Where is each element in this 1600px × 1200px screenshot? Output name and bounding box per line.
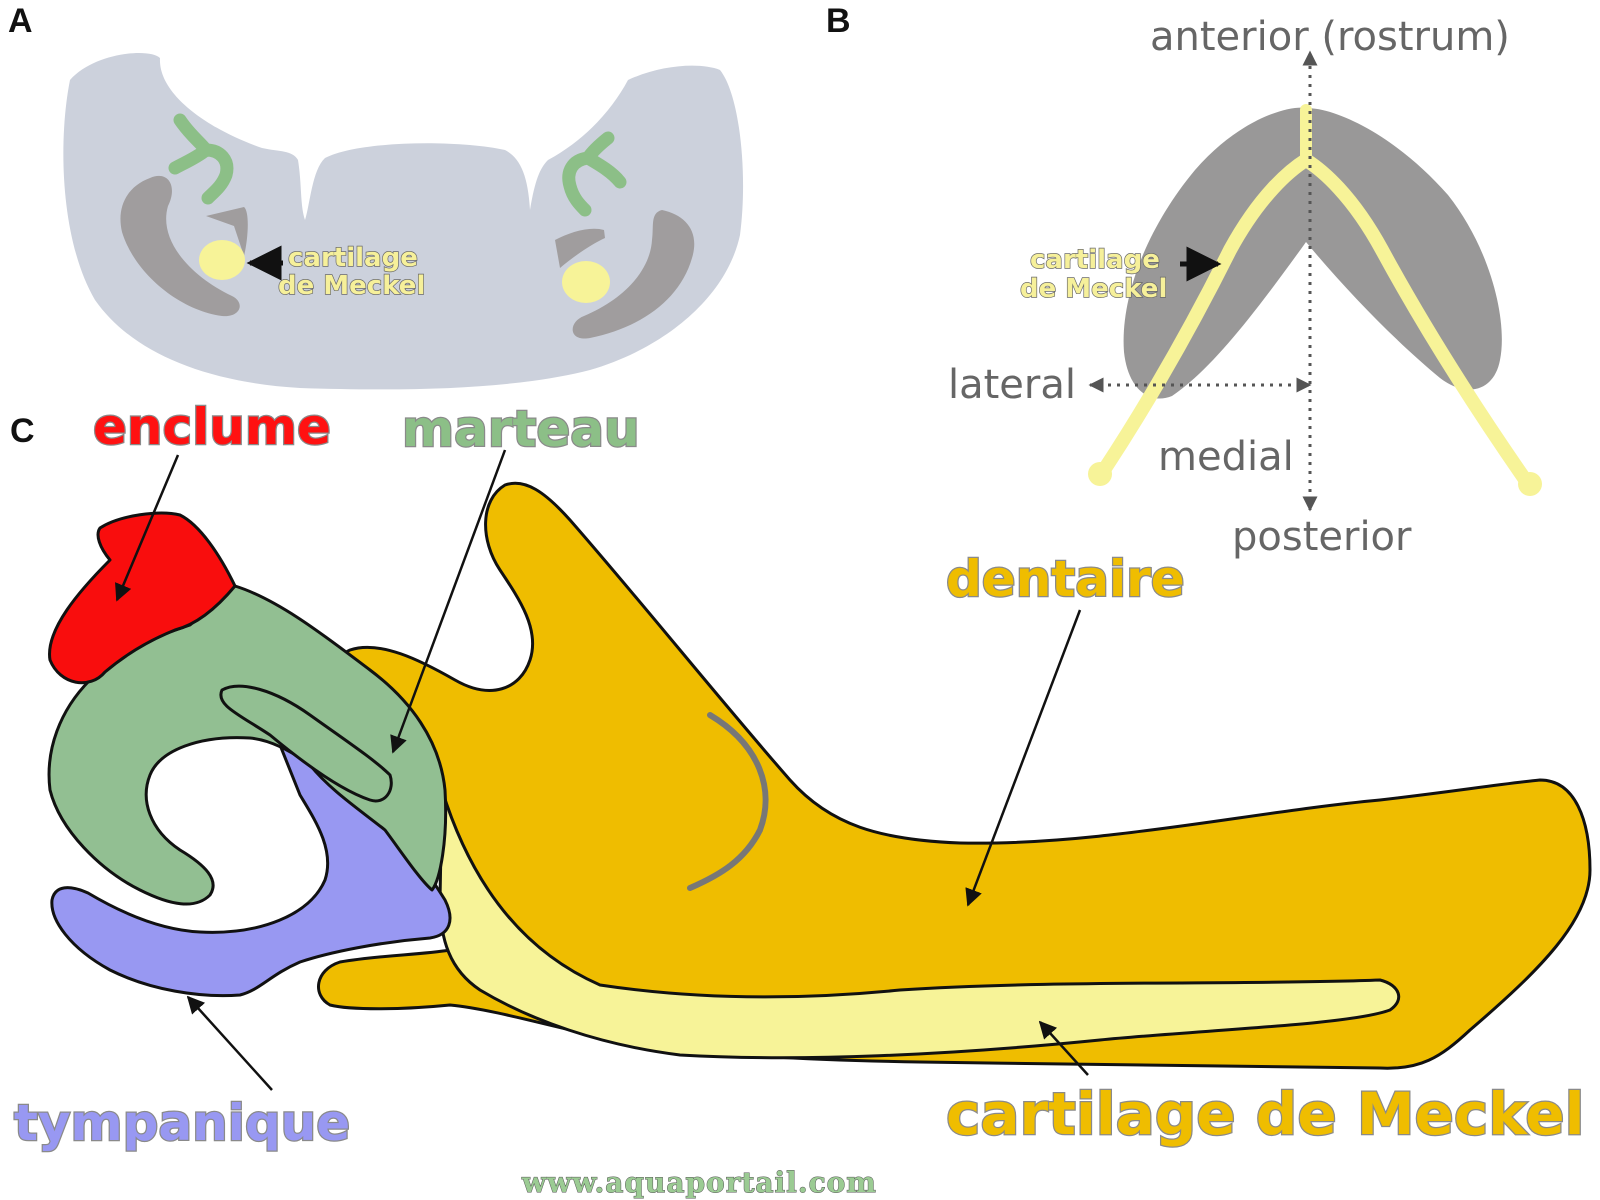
label-enclume: enclume: [93, 398, 331, 456]
meckel-b-end-right: [1518, 472, 1542, 496]
label-dentaire: dentaire: [946, 550, 1185, 608]
label-marteau: marteau: [402, 400, 640, 458]
panel-a-letter: A: [8, 2, 33, 40]
enclume-bone: [48, 511, 237, 685]
watermark: www.aquaportail.com: [521, 1166, 877, 1199]
arrow-dentaire: [965, 609, 1082, 907]
mandible-right: [572, 210, 695, 339]
arrow-marteau: [390, 449, 507, 754]
meckel-cartilage-right: [562, 261, 610, 303]
panel-a-label-line2: de Meckel: [278, 271, 425, 301]
meckel-b-end-left: [1088, 462, 1112, 486]
bone-small-left: [206, 207, 248, 256]
label-lateral: lateral: [948, 362, 1076, 408]
marteau-bone: [47, 584, 448, 906]
label-posterior: posterior: [1232, 514, 1412, 560]
green-structure-left: [168, 113, 234, 205]
dentaire-groove: [687, 712, 769, 891]
panel-c-letter: C: [10, 412, 35, 450]
label-meckel: cartilage de Meckel: [946, 1080, 1585, 1148]
meckel-cartilage-left: [199, 240, 245, 280]
meckel-cartilage-c: [438, 788, 1401, 1060]
label-anterior: anterior (rostrum): [1150, 14, 1510, 60]
arrow-tympanique: [186, 995, 273, 1091]
dentaire-bone: [317, 481, 1592, 1070]
panel-b-label-line2: de Meckel: [1020, 274, 1167, 304]
mandible-left: [120, 175, 240, 317]
green-structure-right: [562, 131, 627, 217]
panel-a: A cartilage de Meckel: [8, 2, 744, 390]
bone-small-right: [555, 228, 605, 268]
label-medial: medial: [1158, 434, 1294, 480]
marteau-inner-process: [219, 684, 393, 803]
label-tympanique: tympanique: [14, 1094, 350, 1152]
arrow-enclume: [115, 454, 180, 602]
panel-a-label-line1: cartilage: [288, 243, 418, 273]
panel-c: C enclume marteau dentaire tympanique ca…: [10, 397, 1592, 1200]
panel-b-label-line1: cartilage: [1030, 245, 1160, 275]
panel-b-letter: B: [826, 2, 851, 40]
mandible-gray-lobe-right: [1306, 108, 1502, 390]
panel-b: B anterior (rostrum) posterior lateral m…: [826, 2, 1542, 560]
arrow-meckel: [1038, 1020, 1089, 1076]
